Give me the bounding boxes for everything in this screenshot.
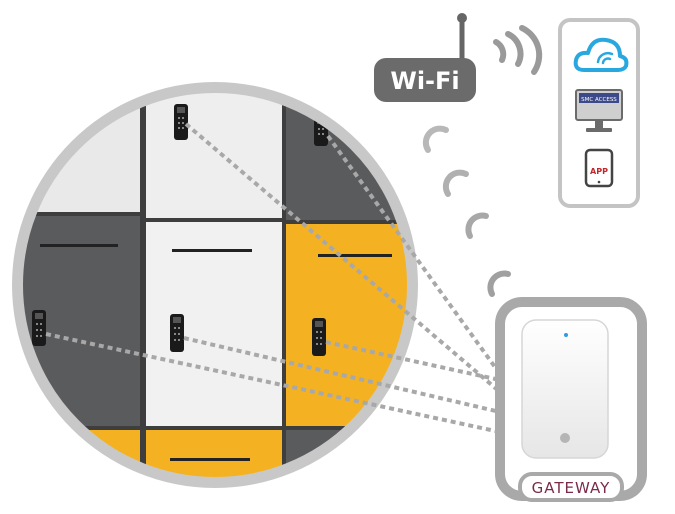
locker-slot bbox=[40, 244, 118, 247]
cloud-panel: SMC ACCESS APP bbox=[560, 20, 638, 206]
wifi-label: Wi-Fi bbox=[390, 67, 459, 95]
gateway-button-icon bbox=[560, 433, 570, 443]
gateway-label: GATEWAY bbox=[532, 479, 611, 497]
keypad-lock-icon bbox=[170, 314, 184, 352]
keypad-lock-icon bbox=[32, 310, 46, 346]
status-led bbox=[564, 333, 568, 337]
locker-slot bbox=[170, 458, 250, 461]
signal-arcs bbox=[426, 129, 508, 294]
locker-door bbox=[146, 222, 282, 426]
wifi-antenna: Wi-Fi bbox=[374, 13, 476, 102]
wifi-signal-icon bbox=[496, 28, 539, 72]
locker-door bbox=[0, 430, 140, 514]
locker-photo bbox=[0, 60, 456, 514]
keypad-lock-icon bbox=[174, 104, 188, 140]
wifi-signal-icon bbox=[446, 173, 466, 194]
locker-magnifier bbox=[0, 60, 456, 514]
gateway-device-icon bbox=[522, 320, 608, 458]
keypad-lock-icon bbox=[312, 318, 326, 356]
app-label: APP bbox=[590, 167, 608, 176]
locker-door bbox=[0, 60, 140, 212]
locker-slot bbox=[172, 249, 252, 252]
locker-door bbox=[286, 430, 456, 514]
monitor-label: SMC ACCESS bbox=[581, 97, 617, 103]
wifi-signal-icon bbox=[490, 274, 508, 294]
tablet-icon: APP bbox=[586, 150, 612, 186]
wifi-signal-icon bbox=[468, 216, 486, 236]
locker-slot bbox=[318, 254, 392, 257]
gateway: GATEWAY bbox=[500, 302, 642, 500]
wifi-signal-icon bbox=[426, 129, 446, 150]
